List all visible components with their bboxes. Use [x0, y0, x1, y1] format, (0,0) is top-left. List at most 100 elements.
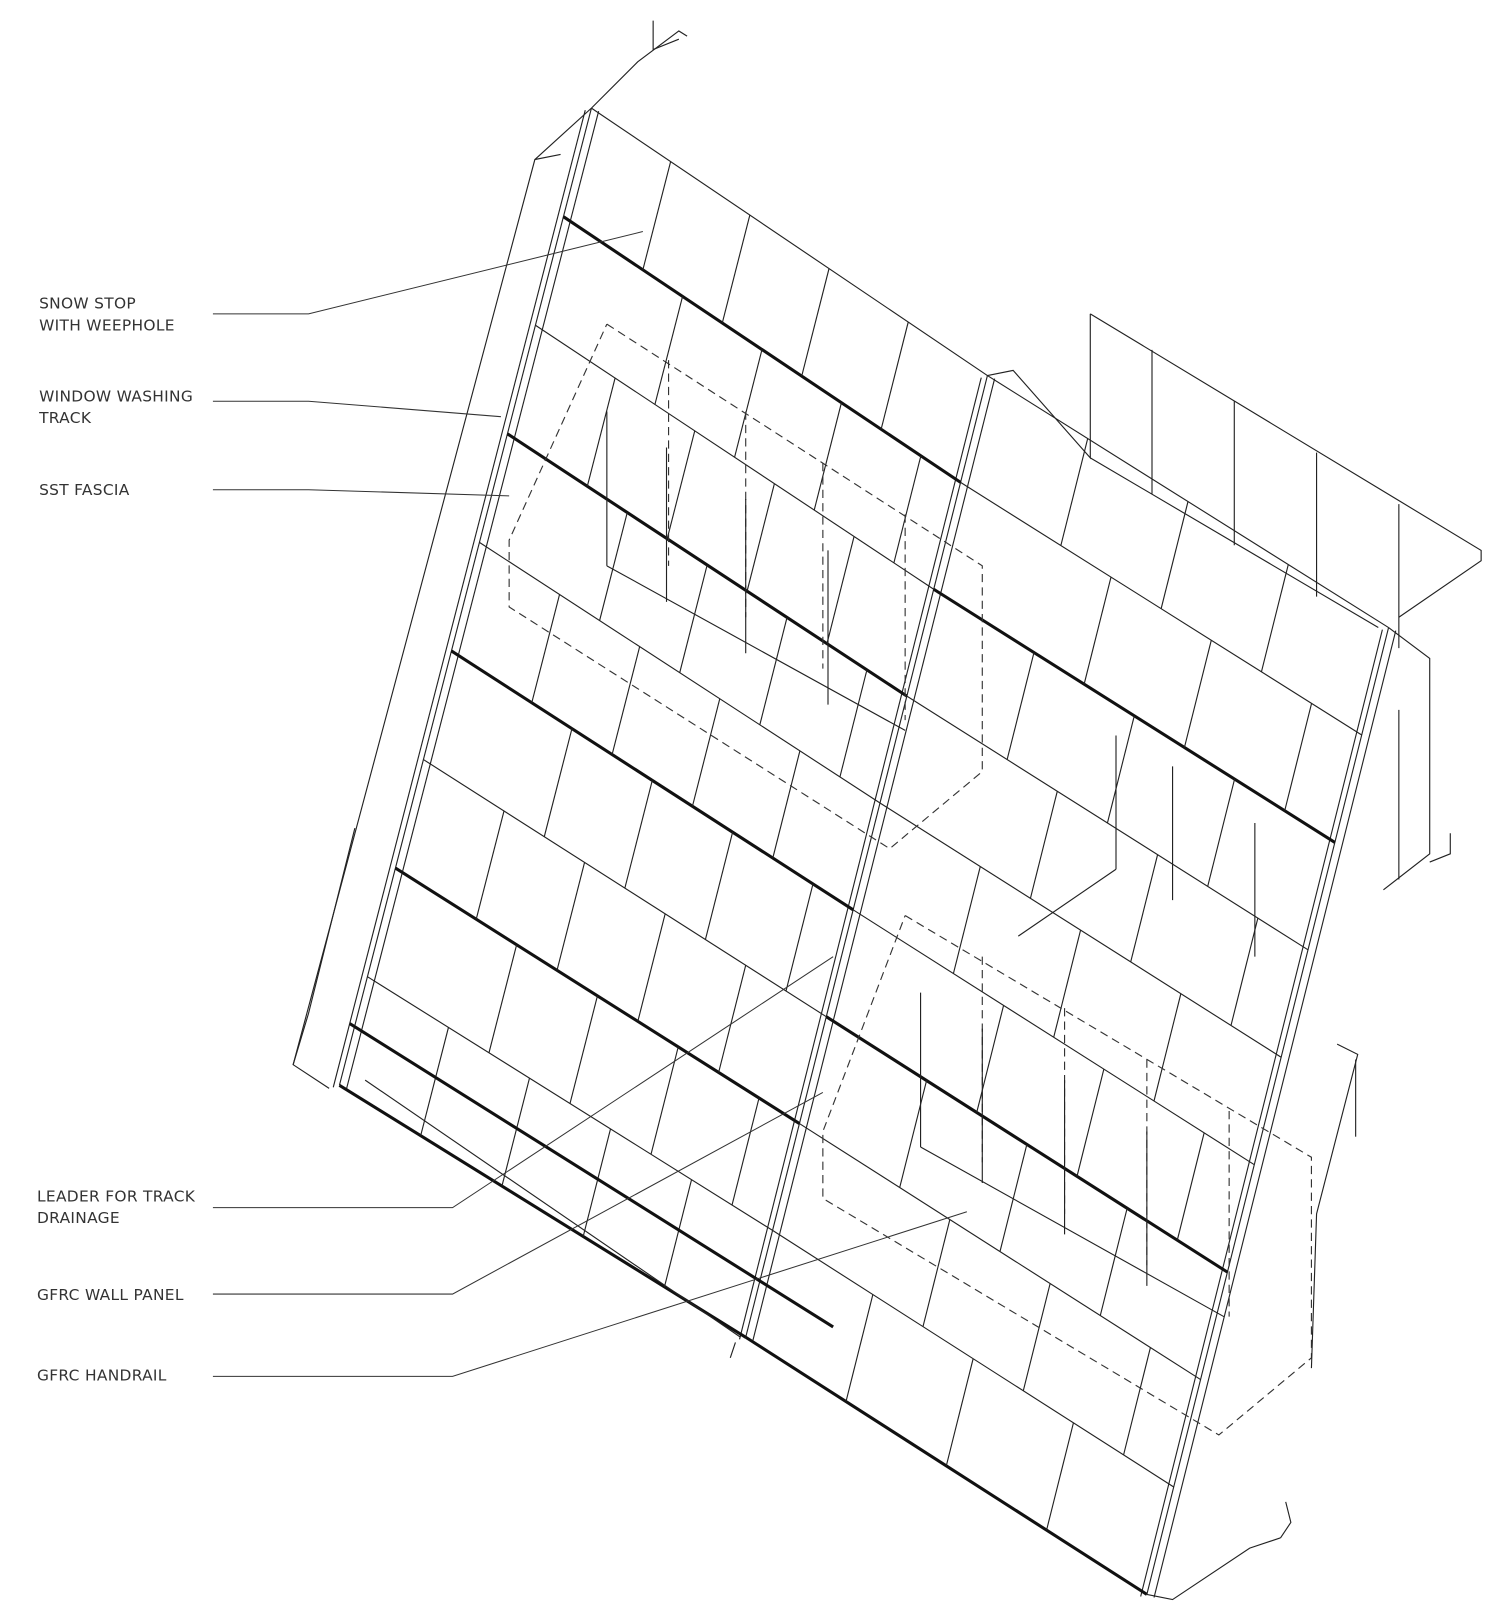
gfrc-wall-panel-joint	[1060, 438, 1089, 546]
gfrc-wall-panel-joint	[1029, 791, 1058, 899]
window-washing-track-rail	[1146, 627, 1390, 1595]
label-snow-stop-1: SNOW STOP	[39, 295, 136, 313]
gfrc-wall-panel-joint	[731, 1097, 760, 1206]
window-washing-track-rail	[1140, 629, 1383, 1597]
label-leader-drainage-1: LEADER FOR TRACK	[37, 1187, 196, 1205]
gfrc-wall-panel-joint	[650, 1046, 679, 1155]
callout-labels: SNOW STOP WITH WEEPHOLE WINDOW WASHING T…	[37, 231, 968, 1384]
gfrc-wall-panel-joint	[599, 512, 628, 621]
gfrc-wall-panel-joint	[1076, 1068, 1105, 1177]
label-snow-stop-2: WITH WEEPHOLE	[39, 316, 175, 334]
upper-block-outline	[987, 313, 1091, 460]
gfrc-wall-panel-joint	[721, 214, 751, 324]
gfrc-wall-panel-joint	[475, 810, 505, 920]
sst-fascia-outline	[292, 827, 356, 1065]
gfrc-wall-panel-joint	[642, 161, 672, 270]
gfrc-wall-panel-joint	[976, 1005, 1005, 1113]
sst-fascia-outline	[292, 153, 561, 1089]
gfrc-wall-panel-joint	[1006, 652, 1035, 760]
window-washing-track-rail	[332, 110, 586, 1088]
gfrc-wall-panel-joint	[839, 669, 868, 778]
window-washing-track-rail	[1153, 630, 1397, 1598]
gfrc-wall-panel-joint	[922, 1219, 951, 1327]
panel-band-joint	[825, 1015, 1229, 1274]
flashing	[1429, 833, 1451, 863]
label-leader-drainage-2: DRAINAGE	[37, 1209, 120, 1227]
panel-band-joint	[338, 1083, 747, 1339]
parapet-return	[591, 30, 688, 109]
gfrc-wall-panel-joint	[999, 1144, 1028, 1252]
gfrc-wall-panel-joint	[1160, 501, 1189, 609]
leader-line-snow-stop	[212, 231, 643, 315]
snow-stop	[348, 1022, 834, 1329]
gfrc-wall-panel-joint	[718, 965, 747, 1073]
gfrc-wall-panel-joint	[501, 1078, 531, 1187]
gfrc-wall-panel-joint	[845, 1294, 874, 1402]
gfrc-wall-panel-joint	[880, 321, 909, 430]
gfrc-wall-panel-joint	[624, 780, 653, 889]
gfrc-wall-panel-joint	[1046, 1422, 1074, 1531]
gfrc-wall-panel-joint	[1207, 778, 1236, 887]
gfrc-wall-panel-joint	[1099, 1208, 1128, 1316]
flashing	[1280, 1501, 1292, 1539]
panel-band-joint	[562, 215, 962, 484]
window-washing-track-rail	[745, 375, 988, 1338]
gfrc-wall-panel-joint	[663, 1179, 693, 1287]
label-gfrc-handrail: GFRC HANDRAIL	[37, 1366, 167, 1384]
gfrc-wall-panel-joint	[1083, 576, 1112, 685]
window-washing-track-rail	[752, 378, 996, 1341]
leader-line-window-washing	[212, 400, 501, 418]
gfrc-wall-panel-joint	[556, 862, 586, 971]
gfrc-wall-panel-joint	[952, 866, 981, 974]
leader-line-sst-fascia	[212, 489, 510, 497]
gfrc-wall-panel-joint	[654, 296, 684, 405]
panel-band-joint	[799, 1123, 1201, 1381]
panel-band-joint	[591, 107, 988, 377]
gfrc-wall-panel-joint	[582, 1128, 612, 1237]
gfrc-wall-panel-joint	[586, 377, 616, 487]
gfrc-wall-panel-joint	[813, 402, 842, 511]
gfrc-wall-panel-joint	[1284, 703, 1313, 811]
panel-band-joint	[772, 1229, 1175, 1488]
right-fascia-outline	[1310, 1043, 1359, 1369]
gfrc-wall-panel-joint	[1130, 854, 1159, 963]
upper-block-outline	[1089, 313, 1482, 618]
gfrc-wall-panel-joint	[1123, 1347, 1151, 1456]
gfrc-handrail-outline	[508, 323, 983, 850]
window-sill	[1017, 868, 1117, 937]
bottom-return	[1146, 1537, 1281, 1601]
bottom-edge	[729, 1342, 736, 1359]
gfrc-wall-panel-joint	[759, 617, 788, 725]
leader-line-handrail	[212, 1211, 968, 1377]
window-washing-track-rail	[338, 107, 592, 1086]
gfrc-wall-panel-joint	[1260, 564, 1289, 672]
gfrc-wall-panel-joint	[691, 698, 721, 807]
bottom-edge	[364, 1079, 741, 1338]
label-window-washing-2: TRACK	[38, 409, 92, 427]
label-window-washing-1: WINDOW WASHING	[39, 387, 193, 405]
gfrc-wall-panel-joint	[679, 564, 708, 673]
right-fascia-outline	[1383, 627, 1431, 891]
facade-geometry	[292, 20, 1482, 1601]
gfrc-wall-panel-joint	[785, 883, 814, 992]
gfrc-wall-panel-joint	[893, 455, 922, 563]
gfrc-wall-panel-joint	[1153, 993, 1182, 1102]
parapet-flashing	[652, 20, 680, 51]
leader-line-wall-panel	[212, 1092, 824, 1295]
label-gfrc-wall-panel: GFRC WALL PANEL	[37, 1286, 184, 1304]
leader-line-drainage	[212, 956, 834, 1209]
gfrc-wall-panel-joint	[945, 1358, 974, 1466]
label-sst-fascia: SST FASCIA	[39, 481, 130, 499]
gfrc-wall-panel-joint	[1106, 715, 1135, 824]
window-sill	[606, 565, 906, 731]
panel-band-joint	[367, 976, 773, 1231]
gfrc-wall-panel-joint	[611, 646, 641, 755]
gfrc-wall-panel-joint	[531, 594, 561, 703]
gfrc-wall-panel-joint	[488, 944, 518, 1053]
gfrc-handrail-outline	[822, 915, 1312, 1436]
gfrc-wall-panel-joint	[420, 1027, 450, 1136]
gfrc-wall-panel-joint	[826, 536, 855, 644]
gfrc-wall-panel-joint	[666, 430, 696, 539]
